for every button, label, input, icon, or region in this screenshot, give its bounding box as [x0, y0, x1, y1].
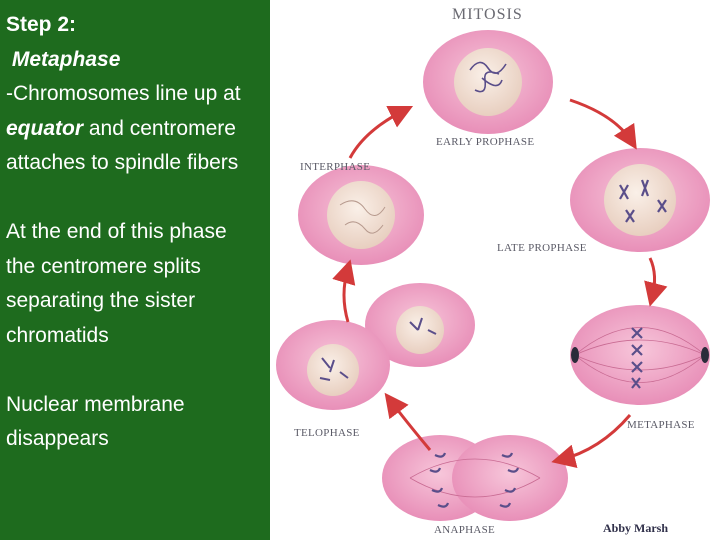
- description-line: -Chromosomes line up at: [6, 82, 241, 105]
- mitosis-diagram: MITOSIS EARLY PROPHASE INTERPHASE LATE P…: [270, 0, 720, 540]
- cycle-arrows: [332, 98, 668, 468]
- description-line: disappears: [6, 427, 109, 450]
- description-line: separating the sister: [6, 289, 196, 312]
- description-line: At the end of this phase: [6, 220, 227, 243]
- arrow-anaphase-to-telophase: [384, 392, 432, 451]
- arrow-late-prophase-to-metaphase: [644, 257, 668, 307]
- description-line: chromatids: [6, 323, 109, 347]
- label-telophase: TELOPHASE: [294, 427, 360, 439]
- telophase-cells: [276, 283, 475, 410]
- description-line: Nuclear membrane: [6, 392, 185, 416]
- label-metaphase: METAPHASE: [627, 419, 695, 431]
- label-anaphase: ANAPHASE: [434, 524, 495, 536]
- metaphase-cell: [570, 305, 710, 405]
- description-line: attaches to spindle fibers: [6, 151, 239, 174]
- arrow-telophase-to-interphase: [332, 259, 356, 323]
- label-early-prophase: EARLY PROPHASE: [436, 136, 534, 148]
- arrow-metaphase-to-anaphase: [551, 414, 632, 468]
- description-line: equator and centromere: [6, 112, 306, 147]
- credit-text: Abby Marsh: [603, 521, 668, 535]
- description-line-rest: and centromere: [83, 116, 236, 140]
- diagram-title: MITOSIS: [452, 6, 523, 23]
- description-line: the centromere splits: [6, 254, 201, 278]
- label-late-prophase: LATE PROPHASE: [497, 242, 587, 254]
- step-heading: Step 2:: [6, 13, 77, 36]
- interphase-cell: [298, 165, 424, 265]
- arrow-interphase-to-early-prophase: [348, 105, 414, 159]
- late-prophase-cell: [570, 148, 710, 252]
- label-interphase: INTERPHASE: [300, 161, 370, 173]
- early-prophase-cell: [423, 30, 553, 134]
- slide-text: Step 2: Metaphase -Chromosomes line up a…: [6, 8, 306, 457]
- anaphase-cell: [382, 435, 568, 521]
- mitosis-cycle-svg: MITOSIS EARLY PROPHASE INTERPHASE LATE P…: [276, 6, 710, 536]
- arrow-early-to-late-prophase: [569, 98, 637, 150]
- phase-name: Metaphase: [6, 47, 121, 71]
- equator-term: equator: [6, 116, 84, 140]
